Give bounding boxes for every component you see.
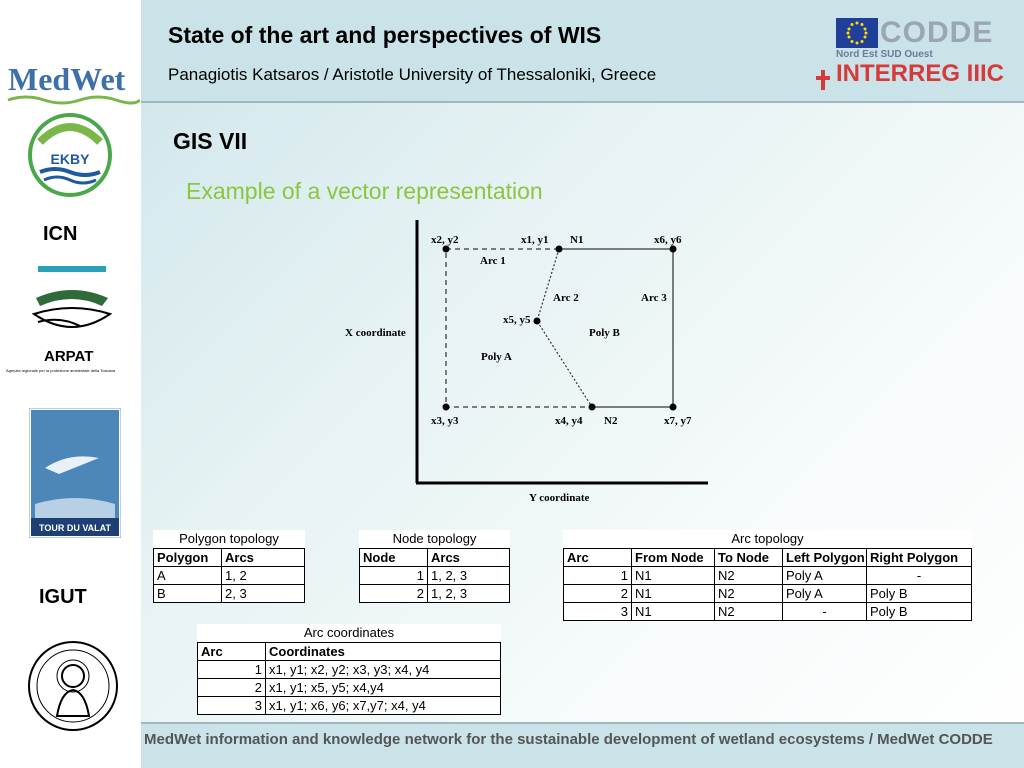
svg-text:TOUR DU VALAT: TOUR DU VALAT [39, 523, 111, 533]
codde-tagline: Nord Est SUD Ouest [836, 49, 933, 60]
label-x4y4: x4, y4 [555, 415, 583, 427]
arc-1-line [445, 248, 592, 408]
label-x7y7: x7, y7 [664, 415, 692, 427]
table-caption: Polygon topology [153, 530, 305, 549]
column-header: Left Polygon [782, 547, 867, 567]
slide-title: State of the art and perspectives of WIS [168, 22, 602, 48]
table-row: 1 N1 N2 Poly A - [563, 565, 973, 585]
section-title: GIS VII [173, 128, 248, 154]
arc-coordinates-table: Arc coordinates Arc Coordinates 1 x1, y1… [197, 624, 502, 715]
label-n2: N2 [604, 415, 618, 427]
igut-label: IGUT [39, 586, 87, 608]
header-band [141, 0, 1024, 103]
label-poly-b: Poly B [589, 327, 621, 339]
table-row: 2 1, 2, 3 [359, 583, 510, 603]
label-x6y6: x6, y6 [654, 234, 682, 246]
eu-flag-icon [836, 18, 878, 48]
label-arc-3: Arc 3 [641, 292, 667, 304]
label-arc-2: Arc 2 [553, 292, 579, 304]
label-n1: N1 [570, 234, 583, 246]
codde-logo: CODDE [880, 16, 994, 49]
vertex-x5y5 [533, 317, 541, 325]
arpat-logo-graphic [31, 266, 113, 328]
table-row: 3 N1 N2 - Poly B [563, 601, 973, 621]
table-row: A 1, 2 [153, 565, 305, 585]
node-topology-table: Node topology Node Arcs 1 1, 2, 3 2 1, 2… [359, 530, 510, 603]
table-row: 2 N1 N2 Poly A Poly B [563, 583, 973, 603]
vertex-x7y7 [669, 403, 677, 411]
vertex-x6y6 [669, 245, 677, 253]
table-row: 1 1, 2, 3 [359, 565, 510, 585]
polygon-topology-table: Polygon topology Polygon Arcs A 1, 2 B 2… [153, 530, 305, 603]
svg-text:EKBY: EKBY [51, 151, 91, 167]
column-header: Node [359, 547, 428, 567]
header-divider [141, 101, 1024, 103]
arpat-logo-text: ARPAT [44, 348, 94, 365]
table-row: B 2, 3 [153, 583, 305, 603]
slide-subtitle: Panagiotis Katsaros / Aristotle Universi… [168, 65, 657, 84]
interreg-cross-icon [816, 70, 830, 90]
table-caption: Arc topology [563, 530, 972, 549]
medwet-logo: MedWet [7, 61, 140, 105]
icn-label: ICN [43, 223, 78, 245]
arc-2-line [536, 248, 593, 408]
slide-heading: Example of a vector representation [186, 178, 543, 204]
ekby-logo: EKBY [28, 113, 112, 197]
footer-band [141, 722, 1024, 768]
label-x5y5: x5, y5 [503, 314, 531, 326]
label-x3y3: x3, y3 [431, 415, 459, 427]
label-x-coordinate: X coordinate [345, 327, 406, 339]
column-header: Right Polygon [865, 547, 973, 567]
table-row: 3 x1, y1; x6, y6; x7,y7; x4, y4 [197, 695, 502, 715]
interreg-logo: INTERREG IIIC [836, 60, 1005, 87]
column-header: Arcs [427, 547, 510, 567]
partner-sidebar: MedWet EKBY ICN ARPAT Agenzia regionale … [0, 0, 141, 768]
label-y-coordinate: Y coordinate [529, 492, 590, 504]
table-row: 2 x1, y1; x5, y5; x4,y4 [197, 677, 502, 697]
column-header: Arc [197, 641, 266, 661]
vertex-x2y2 [442, 245, 450, 253]
tour-du-valat-logo: TOUR DU VALAT [29, 408, 121, 538]
arc-3-line [559, 248, 674, 408]
table-caption: Arc coordinates [197, 624, 501, 643]
table-caption: Node topology [359, 530, 510, 549]
svg-text:MedWet: MedWet [8, 61, 126, 97]
arpat-tagline: Agenzia regionale per la protezione ambi… [6, 368, 116, 373]
column-header: Arc [563, 547, 632, 567]
column-header: Coordinates [264, 641, 502, 661]
university-seal-icon [28, 641, 118, 731]
node-n2 [588, 403, 596, 411]
vertex-x3y3 [442, 403, 450, 411]
table-row: 1 x1, y1; x2, y2; x3, y3; x4, y4 [197, 659, 502, 679]
footer-text: MedWet information and knowledge network… [144, 731, 993, 748]
column-header: To Node [714, 547, 783, 567]
label-arc-1: Arc 1 [480, 255, 506, 267]
label-poly-a: Poly A [481, 351, 512, 363]
column-header: Polygon [153, 547, 222, 567]
vector-diagram: x2, y2 x1, y1 N1 x6, y6 Arc 1 Arc 2 Arc … [345, 220, 708, 504]
node-n1 [555, 245, 563, 253]
label-x1y1: x1, y1 [521, 234, 549, 246]
column-header: From Node [631, 547, 715, 567]
column-header: Arcs [221, 547, 305, 567]
label-x2y2: x2, y2 [431, 234, 459, 246]
arc-topology-table: Arc topology Arc From Node To Node Left … [563, 530, 973, 621]
